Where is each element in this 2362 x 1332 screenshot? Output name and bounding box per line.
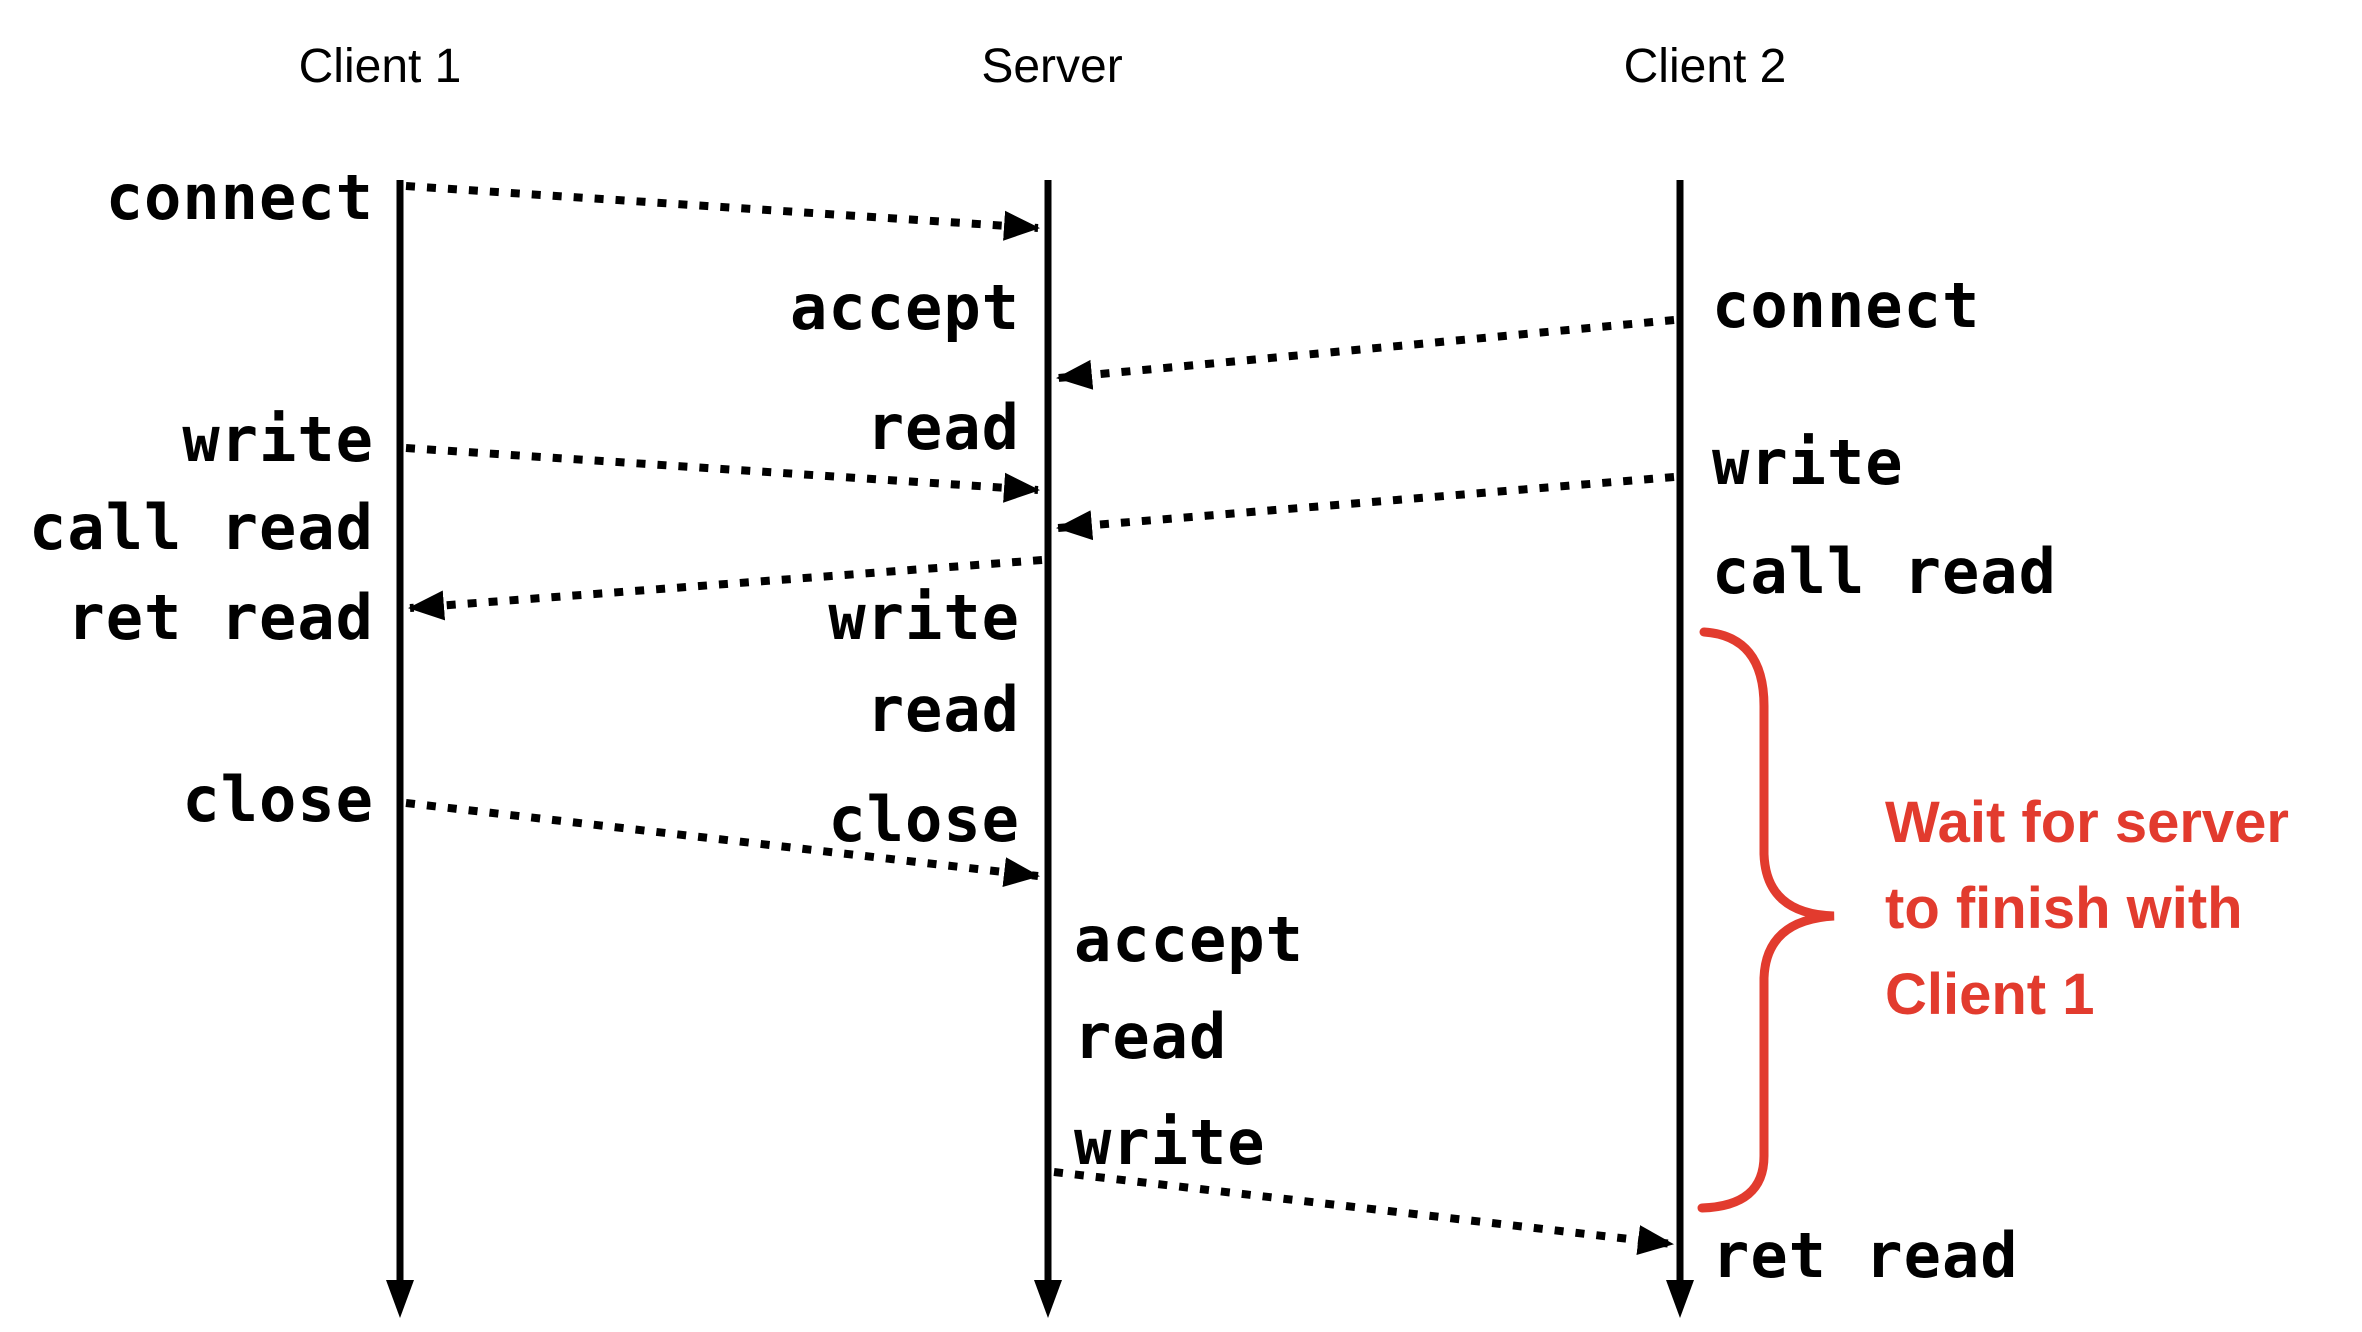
client2-event-connect: connect	[1712, 269, 1981, 342]
server-event-read1: read	[866, 391, 1020, 464]
client2-lifeline	[1666, 180, 1694, 1318]
arrow-server-write-to-client1	[408, 556, 1043, 621]
arrow-client2-connect-to-server	[1056, 316, 1675, 390]
lane-title-client2: Client 2	[1623, 40, 1787, 93]
client1-event-connect: connect	[105, 161, 374, 234]
server-event-read2: read	[866, 673, 1020, 746]
server-lifeline-arrowhead	[1034, 1280, 1062, 1318]
wait-annotation-line2: to finish with	[1885, 876, 2243, 941]
lane-title-client1: Client 1	[298, 40, 462, 93]
client2-event-call-read: call read	[1712, 535, 2057, 608]
wait-annotation: Wait for server to finish with Client 1	[1885, 780, 2289, 1038]
client2-event-ret-read: ret read	[1712, 1219, 2019, 1292]
server-event-accept2: accept	[1074, 903, 1304, 976]
arrow-client1-write-to-server	[405, 444, 1040, 503]
wait-annotation-line1: Wait for server	[1885, 790, 2289, 855]
server-event-accept1: accept	[790, 271, 1020, 344]
client1-event-write: write	[182, 403, 374, 476]
client1-lifeline	[386, 180, 414, 1318]
server-lifeline	[1034, 180, 1062, 1318]
client1-event-call-read: call read	[29, 491, 374, 564]
wait-brace	[1697, 627, 1835, 1213]
client2-event-write: write	[1712, 426, 1904, 499]
server-event-write1: write	[828, 581, 1020, 654]
wait-annotation-line3: Client 1	[1885, 962, 2095, 1027]
client1-lifeline-arrowhead	[386, 1280, 414, 1318]
client2-lifeline-arrowhead	[1666, 1280, 1694, 1318]
arrow-client1-connect-to-server	[405, 182, 1040, 241]
server-event-write2: write	[1074, 1106, 1266, 1179]
server-event-read3: read	[1074, 1000, 1228, 1073]
arrow-client2-write-to-server	[1056, 473, 1675, 541]
client1-event-ret-read: ret read	[67, 581, 374, 654]
lane-title-server: Server	[981, 40, 1123, 93]
arrow-client1-close-to-server	[405, 799, 1040, 887]
arrow-server-write-to-client2	[1053, 1168, 1674, 1255]
server-event-close: close	[828, 783, 1020, 856]
client1-event-close: close	[182, 763, 374, 836]
